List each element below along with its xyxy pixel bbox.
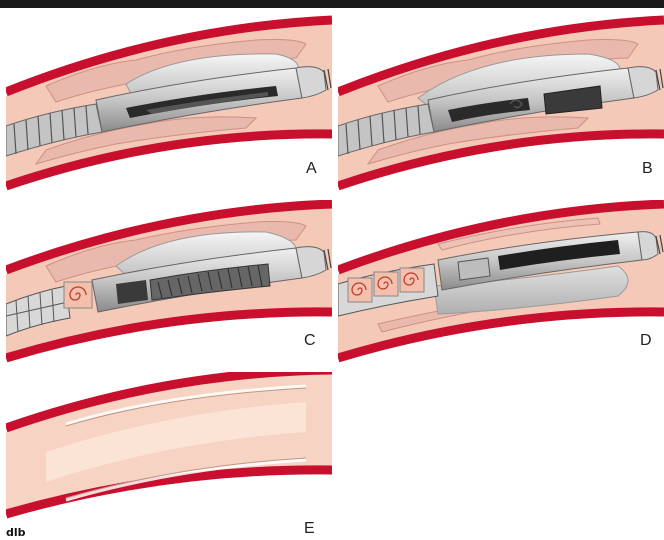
panel-b: B (338, 14, 664, 190)
top-border-rule (0, 0, 664, 8)
panel-label-b: B (642, 160, 653, 178)
panel-d: D (338, 200, 664, 362)
captured-plaque-spiral (64, 282, 92, 308)
panel-e-illustration (6, 372, 332, 522)
panel-label-c: C (304, 332, 316, 350)
panel-a-illustration (6, 14, 332, 190)
panel-label-e: E (304, 520, 315, 538)
panel-a: A (6, 14, 332, 190)
panel-d-illustration (338, 200, 664, 362)
cutter-retracted (458, 258, 490, 280)
nose-cone (638, 232, 658, 260)
cutter-inner-block (116, 280, 148, 304)
panel-e: E (6, 372, 332, 522)
publisher-mark: dlb (6, 526, 26, 539)
panel-c: C (6, 200, 332, 362)
panel-c-illustration (6, 200, 332, 362)
panel-label-d: D (640, 332, 652, 350)
panel-b-illustration (338, 14, 664, 190)
panel-label-a: A (306, 160, 317, 178)
